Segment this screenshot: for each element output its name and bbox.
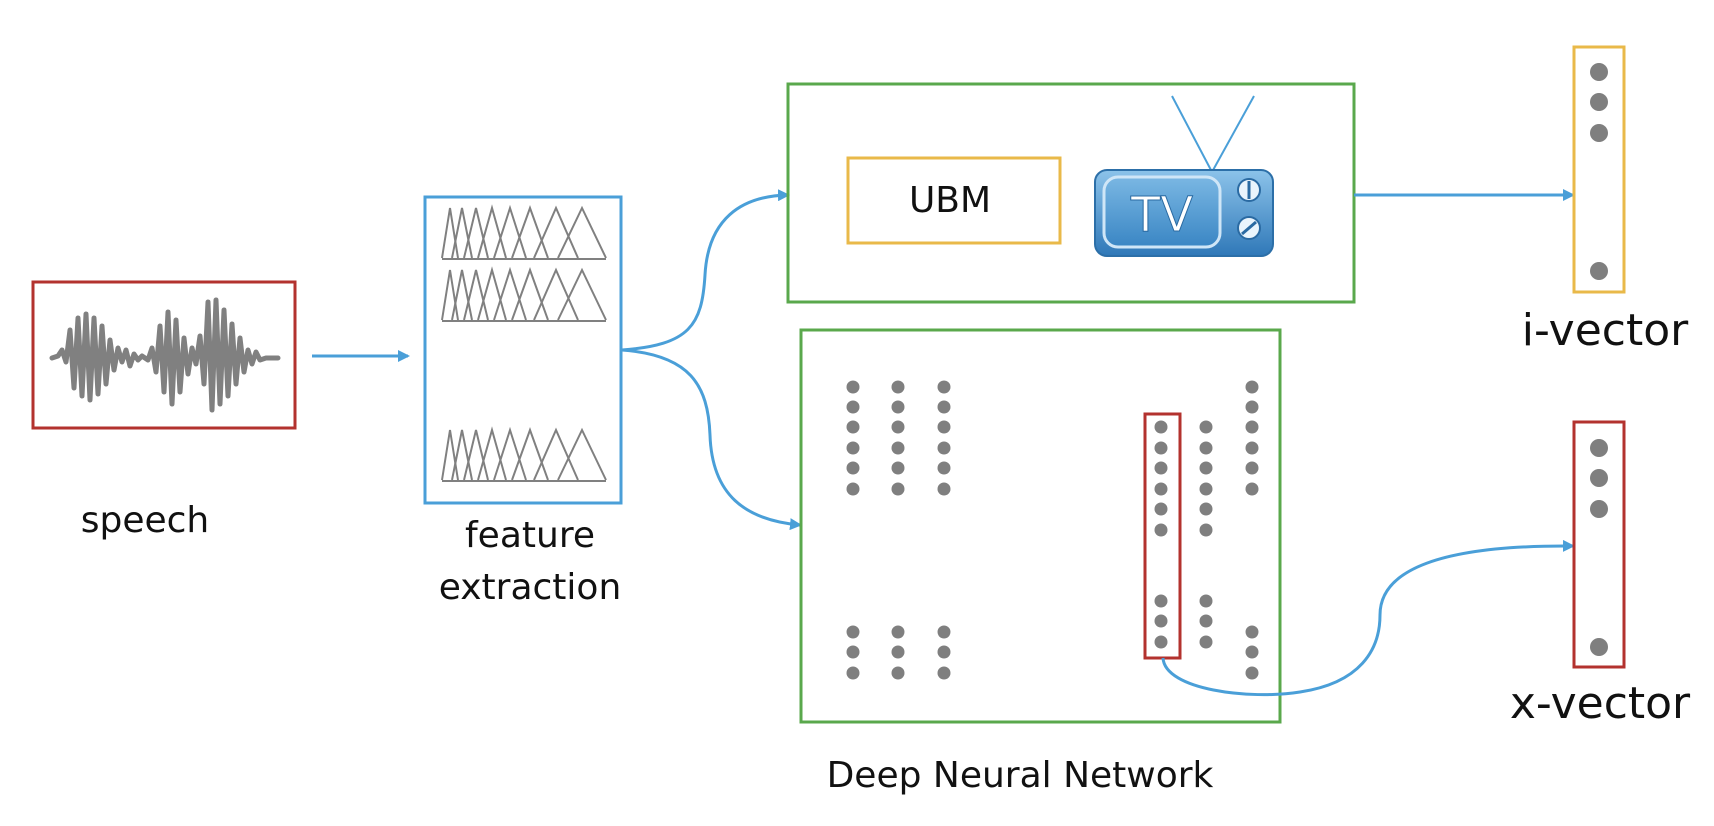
feature-extraction-label: feature extraction <box>420 510 640 614</box>
dnn-segment-layers <box>1154 380 1259 680</box>
embedding-layer-box <box>1143 412 1182 660</box>
xvector-nodes <box>1590 439 1608 656</box>
waveform-icon <box>49 297 281 413</box>
speech-box <box>31 280 297 430</box>
arrow-embedding-to-xvector <box>1161 539 1575 697</box>
ubm-box <box>846 156 1062 245</box>
arrow-feature-to-dnn <box>621 348 802 531</box>
filterbank-icon <box>441 204 607 482</box>
arrow-feature-to-ivector-system <box>621 189 790 352</box>
dnn-frame-layers <box>846 380 951 680</box>
speech-label: speech <box>80 500 210 541</box>
tv-icon: TV <box>1094 95 1274 257</box>
ivector-box <box>1572 45 1626 294</box>
dnn-box <box>799 328 1282 724</box>
feature-label-line2: extraction <box>438 567 622 608</box>
xvector-box <box>1572 420 1626 669</box>
feature-extraction-box <box>423 195 623 505</box>
ivector-label: i-vector <box>1521 305 1689 356</box>
xvector-label: x-vector <box>1509 678 1691 729</box>
ubm-label: UBM <box>908 180 992 221</box>
ivector-system-box <box>786 82 1356 304</box>
tv-text: TV <box>1130 187 1193 243</box>
feature-label-line1: feature <box>465 515 595 556</box>
dnn-label: Deep Neural Network <box>826 755 1214 796</box>
ivector-nodes <box>1590 63 1608 280</box>
